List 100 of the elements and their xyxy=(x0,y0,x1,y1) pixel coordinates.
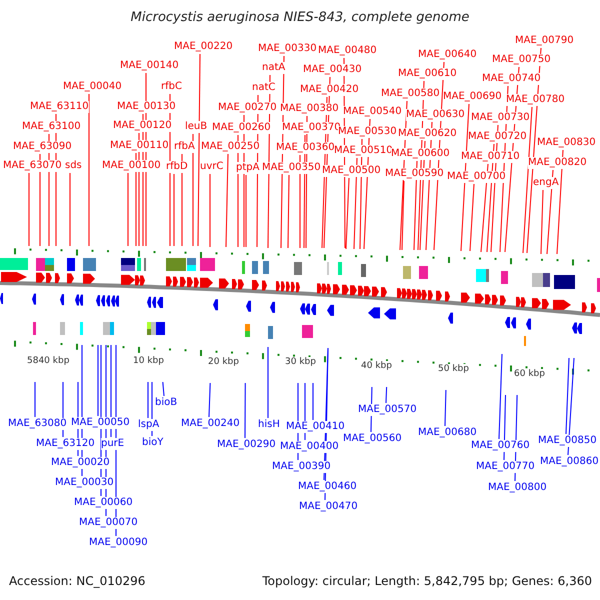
leader-line xyxy=(88,94,90,246)
accession-text: Accession: NC_010296 xyxy=(9,574,146,588)
leader-line xyxy=(198,54,200,246)
scale-label: 40 kbp xyxy=(361,361,392,371)
gene-label: ptpA xyxy=(236,162,260,174)
gene-label: MAE_00730 xyxy=(471,112,530,124)
gene-label: MAE_00060 xyxy=(74,497,133,509)
gene-label: MAE_00610 xyxy=(398,68,457,80)
gene-label: MAE_00260 xyxy=(212,122,271,134)
gene-label: MAE_63080 xyxy=(8,418,67,430)
gene-label: MAE_00510 xyxy=(334,145,393,157)
gene-label: MAE_00770 xyxy=(476,461,535,473)
gene-label: MAE_00110 xyxy=(110,140,169,152)
gene-label: MAE_00390 xyxy=(272,461,331,473)
gene-label: MAE_00560 xyxy=(343,433,402,445)
gene-label: MAE_63100 xyxy=(22,121,81,133)
scale-label: 60 kbp xyxy=(514,369,545,379)
gene-label: MAE_00700 xyxy=(447,171,506,183)
gene-label: MAE_00600 xyxy=(391,148,450,160)
gene-label: MAE_00710 xyxy=(461,151,520,163)
gene-label: MAE_00420 xyxy=(300,84,359,96)
gene-label: natA xyxy=(262,62,286,74)
leader-line xyxy=(288,174,290,248)
gene-label: MAE_00740 xyxy=(482,73,541,85)
leader-line xyxy=(34,382,36,418)
leader-line xyxy=(28,172,30,246)
gene-label: MAE_00140 xyxy=(120,60,179,72)
gene-label: MAE_00640 xyxy=(418,49,477,61)
gene-label: MAE_00680 xyxy=(418,427,477,439)
scale-label: 5840 kbp xyxy=(27,356,70,366)
genome-summary-text: Topology: circular; Length: 5,842,795 bp; Genes: 6,360 xyxy=(262,574,592,588)
gene-label: MAE_00850 xyxy=(538,435,597,447)
gene-label: MAE_00580 xyxy=(381,88,440,100)
gene-label: MAE_63110 xyxy=(30,101,89,113)
leader-line xyxy=(522,106,532,254)
gene-label: MAE_63090 xyxy=(13,141,72,153)
gene-label: MAE_00040 xyxy=(63,81,122,93)
leader-line xyxy=(556,150,564,254)
gene-label: MAE_00620 xyxy=(398,128,457,140)
gene-label: MAE_00540 xyxy=(343,106,402,118)
gene-label: MAE_63070 xyxy=(3,160,62,172)
scale-label: 30 kbp xyxy=(285,357,316,367)
leader-line xyxy=(566,358,570,434)
gene-label: MAE_00630 xyxy=(406,109,465,121)
gene-label: MAE_00830 xyxy=(537,137,596,149)
gene-label: MAE_00430 xyxy=(303,64,362,76)
gene-label: MAE_00780 xyxy=(506,94,565,106)
gene-label: MAE_00020 xyxy=(51,457,110,469)
gene-label: MAE_00470 xyxy=(299,501,358,513)
gene-label: rfbD xyxy=(166,161,188,173)
gene-label: MAE_00270 xyxy=(218,102,277,114)
gene-label: rfbA xyxy=(174,141,195,153)
gene-label: MAE_00130 xyxy=(117,101,176,113)
leader-line xyxy=(444,390,446,426)
gene-label: MAE_63120 xyxy=(36,438,95,450)
leader-line xyxy=(312,382,314,420)
gene-label: MAE_00330 xyxy=(258,43,317,55)
gene-label: MAE_00820 xyxy=(528,157,587,169)
gene-label: MAE_00480 xyxy=(318,45,377,57)
leader-line xyxy=(540,190,544,254)
gene-label: MAE_00410 xyxy=(286,421,345,433)
gene-label: MAE_00860 xyxy=(540,456,599,468)
leader-line xyxy=(480,164,488,252)
scale-label: 50 kbp xyxy=(438,364,469,374)
gene-label: MAE_00240 xyxy=(181,418,240,430)
gene-label: MAE_00460 xyxy=(298,481,357,493)
gene-label: MAE_00500 xyxy=(322,165,381,177)
leader-line xyxy=(346,178,350,250)
gene-label: leuB xyxy=(185,121,208,133)
leader-line xyxy=(470,184,474,252)
gene-label: purE xyxy=(101,438,124,450)
gene-label: engA xyxy=(533,177,559,189)
gene-label: MAE_00290 xyxy=(217,439,276,451)
gene-label: MAE_00570 xyxy=(358,404,417,416)
gene-label: MAE_00750 xyxy=(492,54,551,66)
leader-line xyxy=(110,344,112,438)
leader-line xyxy=(568,358,574,456)
gene-label: natC xyxy=(252,82,276,94)
leader-line xyxy=(192,134,194,246)
gene-label: MAE_00360 xyxy=(276,142,335,154)
gene-label: MAE_00790 xyxy=(515,35,574,47)
gene-label: MAE_00050 xyxy=(71,417,130,429)
gene-label: MAE_00380 xyxy=(280,103,339,115)
leader-line xyxy=(354,158,358,250)
leader-line xyxy=(498,354,502,440)
gene-label: MAE_00690 xyxy=(443,91,502,103)
leader-line xyxy=(386,386,388,404)
leader-line xyxy=(546,170,554,254)
leader-line xyxy=(162,382,164,396)
gene-label: MAE_00030 xyxy=(55,477,114,489)
gene-label: MAE_00250 xyxy=(201,141,260,153)
leader-line xyxy=(208,382,211,418)
gene-label: MAE_00090 xyxy=(89,537,148,549)
leader-line xyxy=(244,382,246,438)
gene-label: MAE_00120 xyxy=(113,120,172,132)
gene-label: MAE_00400 xyxy=(280,441,339,453)
gene-label: MAE_00800 xyxy=(488,482,547,494)
leader-line xyxy=(414,160,418,250)
scale-label: 10 kbp xyxy=(133,356,164,366)
gene-label: MAE_00590 xyxy=(385,168,444,180)
